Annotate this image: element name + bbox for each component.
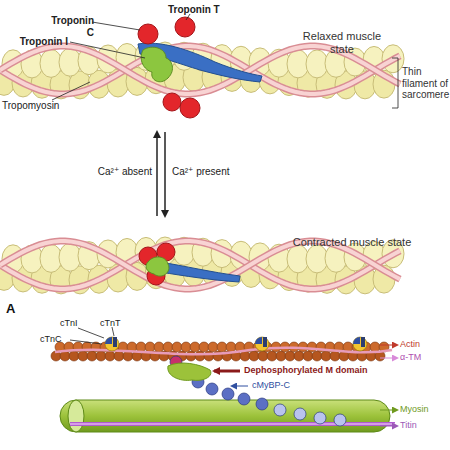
ctnc-blob [353, 337, 367, 351]
mybpc-domain [238, 393, 250, 405]
m-domain [168, 363, 211, 380]
mybpc-domain [294, 408, 306, 420]
panel-a-pointers [70, 327, 397, 426]
condition-label: Ca²⁺ absent [78, 166, 152, 178]
condition-label: Ca²⁺ present [172, 166, 252, 178]
ctni-blob [255, 337, 262, 344]
domain-label: Dephosphorylated M domain [244, 365, 384, 375]
structure-label: Thin filament of sarcomere [402, 66, 450, 101]
actin-bead [276, 351, 286, 361]
ctnt-blob [361, 337, 365, 347]
tropomyosin-strand [55, 348, 392, 355]
actin-bead [208, 342, 218, 352]
tropomyosin-strand [0, 241, 400, 289]
mybpc-domain [206, 383, 218, 395]
mybpc-domain [314, 412, 326, 424]
protein-label: cTnT [100, 318, 130, 328]
actin-bead [307, 342, 317, 352]
actin-bead [69, 351, 79, 361]
actin-bead [163, 342, 173, 352]
protein-label: cTnI [60, 318, 90, 328]
troponin-small [105, 337, 367, 351]
tropomyosin-strand [0, 241, 400, 289]
protein-label: Myosin [400, 404, 450, 414]
actin-bead [321, 351, 331, 361]
state-label: Relaxed muscle state [292, 30, 392, 55]
protein-label: cTnC [40, 334, 70, 344]
ctnt-blob [113, 337, 117, 347]
actin-bead [186, 351, 196, 361]
protein-label: α-TM [400, 352, 450, 362]
protein-label: Troponin C [42, 15, 94, 38]
actin-bead [154, 342, 164, 352]
state-arrows [157, 132, 165, 216]
actin-bead [217, 342, 227, 352]
actin-bead [78, 351, 88, 361]
protein-label: Tropomyosin [2, 100, 72, 112]
troponin-complex-contracted [139, 243, 240, 285]
actin-bead [204, 351, 214, 361]
actin-bead [312, 351, 322, 361]
troponin-complex-relaxed [138, 17, 262, 118]
panel-a-illustration [60, 400, 395, 432]
actin-bead [114, 351, 124, 361]
tropomyosin-strand [0, 241, 400, 289]
mybpc-domain [222, 388, 234, 400]
actin-bead [370, 342, 380, 352]
actin-bead [258, 351, 268, 361]
ctnc-blob [105, 337, 119, 351]
protein-label: Actin [400, 339, 450, 349]
protein-label: Titin [400, 420, 450, 430]
actin-bead [181, 342, 191, 352]
panel-letter: A [6, 302, 26, 317]
actin-bead [330, 351, 340, 361]
actin-bead [294, 351, 304, 361]
actin-bead [172, 342, 182, 352]
actin-bead [303, 351, 313, 361]
protein-label: Troponin T [168, 4, 228, 16]
protein-label: cMyBP-C [252, 380, 312, 390]
actin-bead [267, 351, 277, 361]
actin-bead [96, 351, 106, 361]
actin-bead [87, 351, 97, 361]
protein-label: Troponin I [10, 36, 68, 48]
mybpc-domain [274, 404, 286, 416]
actin-bead [199, 342, 209, 352]
actin-bead [190, 342, 200, 352]
ctnc-blob [255, 337, 269, 351]
actin-bead [249, 351, 259, 361]
actin-bead [105, 351, 115, 361]
mybpc-domain [256, 398, 268, 410]
actin-bead [195, 351, 205, 361]
actin-bead [285, 351, 295, 361]
leader-lines [52, 14, 398, 108]
actin-bead [145, 342, 155, 352]
mybpc-domain [334, 414, 346, 426]
ctni-blob [105, 337, 112, 344]
ctni-blob [353, 337, 360, 344]
ctnt-blob [263, 337, 267, 347]
state-label: Contracted muscle state [282, 236, 422, 249]
tropomyosin-strand [0, 241, 400, 289]
actin-bead [226, 342, 236, 352]
